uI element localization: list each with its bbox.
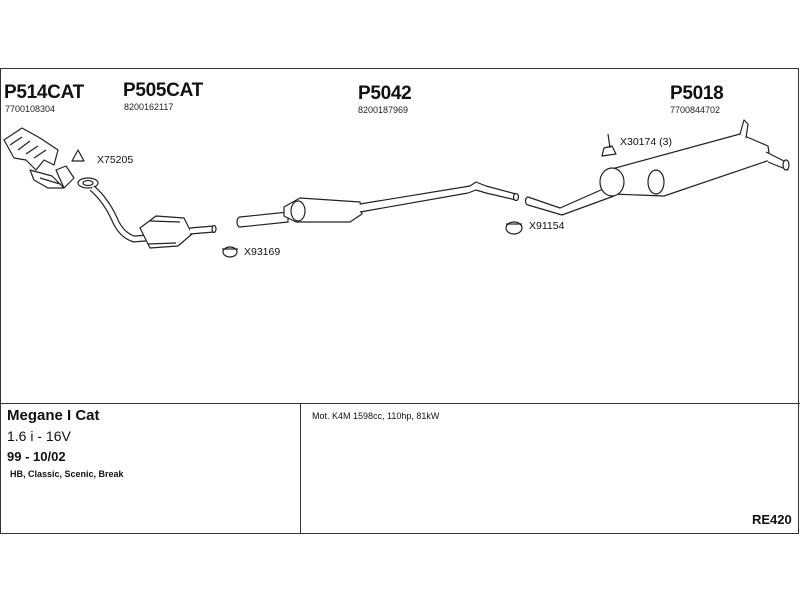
clamp-x93169 <box>222 246 238 258</box>
part-number-p5042: 8200187969 <box>358 105 409 115</box>
clamp-x91154 <box>505 221 523 235</box>
vehicle-engine: 1.6 i - 16V <box>7 428 71 444</box>
vehicle-variants: HB, Classic, Scenic, Break <box>10 469 124 479</box>
part-name-p514cat: P514CAT <box>4 82 84 103</box>
component-label-x30174: X30174 (3) <box>620 136 672 148</box>
part-name-p5018: P5018 <box>670 83 724 104</box>
diagram-code: RE420 <box>752 512 792 527</box>
vehicle-years: 99 - 10/02 <box>7 449 66 464</box>
flange-p505cat <box>77 177 99 189</box>
catalytic-converter-p505cat <box>89 185 217 249</box>
part-number-p5018: 7700844702 <box>670 105 721 115</box>
part-name-p5042: P5042 <box>358 83 412 104</box>
component-label-x91154: X91154 <box>529 220 565 232</box>
gasket-x75205 <box>71 149 85 162</box>
hanger-x30174 <box>601 133 617 157</box>
vehicle-model: Megane I Cat <box>7 407 100 424</box>
manifold-p514cat <box>3 127 75 189</box>
part-name-p505cat: P505CAT <box>123 80 203 101</box>
motor-spec: Mot. K4M 1598cc, 110hp, 81kW <box>312 411 440 421</box>
part-number-p505cat: 8200162117 <box>124 102 174 112</box>
middle-pipe-p5042 <box>236 181 520 228</box>
info-divider <box>0 403 800 404</box>
rear-silencer-p5018 <box>524 119 790 216</box>
part-number-p514cat: 7700108304 <box>5 104 56 114</box>
component-label-x75205: X75205 <box>97 154 134 166</box>
diagram-frame <box>0 68 799 534</box>
info-column-divider <box>300 403 301 534</box>
component-label-x93169: X93169 <box>244 246 281 258</box>
